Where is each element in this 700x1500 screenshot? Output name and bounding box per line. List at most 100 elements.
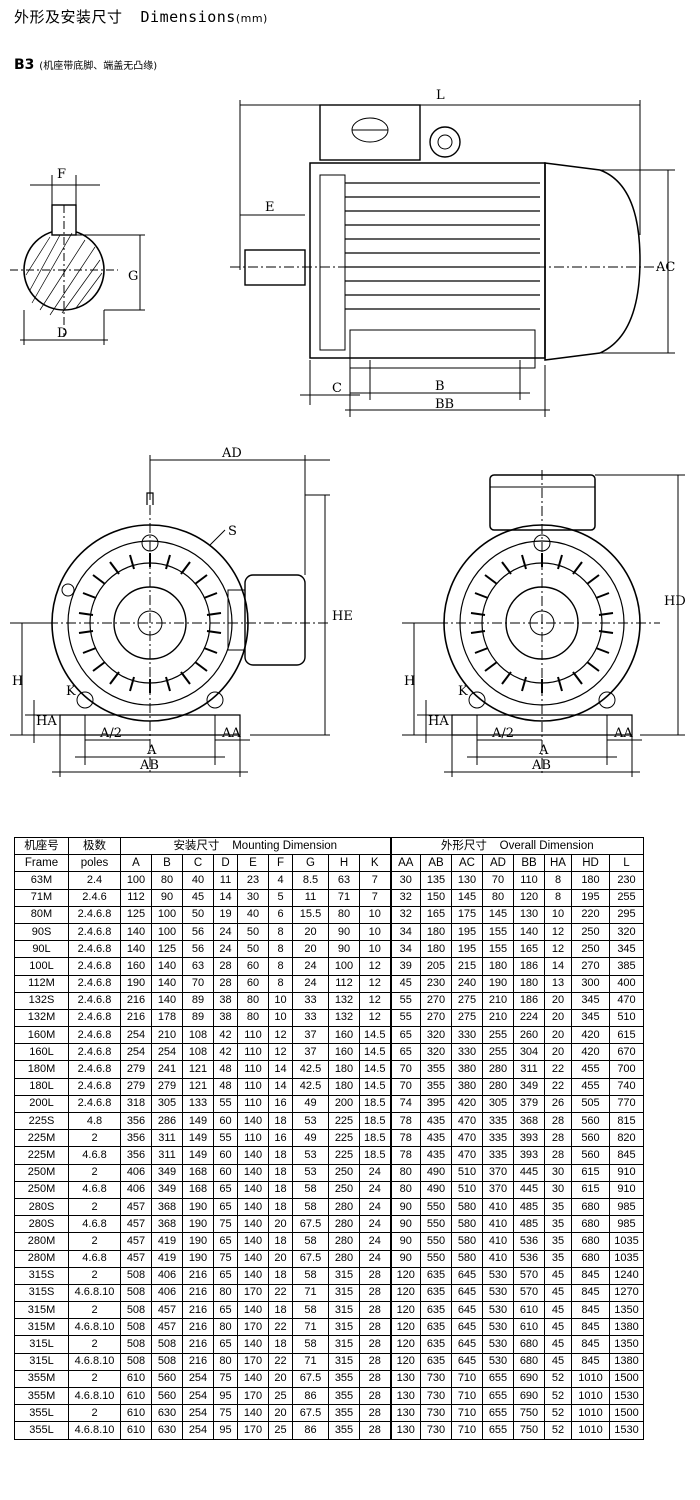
value-cell: 150 — [420, 888, 452, 907]
frame-cell: 100L — [14, 957, 69, 976]
value-cell: 65 — [213, 1301, 238, 1320]
value-cell: 89 — [182, 991, 214, 1010]
value-cell: 71 — [292, 1352, 329, 1371]
value-cell: 254 — [182, 1421, 214, 1440]
value-cell: 8 — [268, 922, 293, 942]
value-cell: 58 — [292, 1301, 329, 1320]
value-cell: 186 — [513, 957, 545, 976]
value-cell: 71 — [292, 1283, 329, 1303]
value-cell: 100 — [151, 905, 183, 924]
value-cell: 230 — [609, 871, 644, 890]
poles-cell: 2.4.6.8 — [68, 974, 121, 993]
value-cell: 110 — [237, 1129, 269, 1148]
value-cell: 180 — [328, 1077, 360, 1096]
value-cell: 700 — [609, 1060, 644, 1079]
column-header: AC — [451, 854, 483, 873]
value-cell: 140 — [237, 1232, 269, 1251]
value-cell: 470 — [609, 991, 644, 1010]
value-cell: 349 — [151, 1180, 183, 1199]
value-cell: 655 — [482, 1421, 514, 1440]
poles-cell: 2.4.6.8 — [68, 1094, 121, 1114]
value-cell: 39 — [389, 957, 421, 976]
value-cell: 10 — [359, 905, 391, 924]
value-cell: 28 — [359, 1301, 391, 1320]
value-cell: 510 — [451, 1180, 483, 1199]
poles-cell: 2 — [68, 1301, 121, 1320]
value-cell: 100 — [151, 922, 183, 942]
value-cell: 100 — [328, 957, 360, 976]
value-cell: 645 — [451, 1318, 483, 1337]
value-cell: 280 — [482, 1077, 514, 1096]
value-cell: 20 — [268, 1404, 293, 1423]
value-cell: 65 — [389, 1043, 421, 1062]
value-cell: 8 — [268, 974, 293, 993]
value-cell: 250 — [328, 1163, 360, 1182]
column-header: AA — [389, 854, 421, 873]
value-cell: 45 — [544, 1352, 572, 1371]
value-cell: 38 — [213, 991, 238, 1010]
value-cell: 90 — [328, 922, 360, 942]
value-cell: 490 — [420, 1180, 452, 1199]
value-cell: 7 — [359, 888, 391, 907]
value-cell: 536 — [513, 1232, 545, 1251]
value-cell: 140 — [120, 922, 152, 942]
value-cell: 14.5 — [359, 1026, 391, 1045]
label-D: D — [57, 326, 67, 341]
value-cell: 130 — [389, 1404, 421, 1423]
label-HA: HA — [36, 714, 57, 729]
front-view-right-drawing: HD H K HA A/2 AA A AB — [402, 470, 686, 777]
value-cell: 42.5 — [292, 1060, 329, 1079]
value-cell: 470 — [451, 1111, 483, 1131]
value-cell: 368 — [151, 1215, 183, 1234]
value-cell: 11 — [213, 871, 238, 890]
value-cell: 10 — [359, 922, 391, 942]
value-cell: 32 — [389, 905, 421, 924]
value-cell: 315 — [328, 1335, 360, 1354]
value-cell: 67.5 — [292, 1404, 329, 1423]
value-cell: 254 — [182, 1386, 214, 1406]
poles-cell: 2.4.6.8 — [68, 940, 121, 959]
label-H-right: H — [404, 674, 415, 689]
value-cell: 55 — [389, 991, 421, 1010]
value-cell: 8 — [268, 940, 293, 959]
value-cell: 485 — [513, 1215, 545, 1234]
value-cell: 78 — [389, 1129, 421, 1148]
value-cell: 216 — [182, 1266, 214, 1285]
value-cell: 560 — [571, 1129, 610, 1148]
value-cell: 140 — [120, 940, 152, 959]
value-cell: 40 — [182, 871, 214, 890]
value-cell: 49 — [292, 1129, 329, 1148]
value-cell: 100 — [120, 871, 152, 890]
value-cell: 710 — [451, 1386, 483, 1406]
value-cell: 610 — [120, 1386, 152, 1406]
value-cell: 22 — [268, 1318, 293, 1337]
value-cell: 254 — [182, 1404, 214, 1423]
value-cell: 356 — [120, 1111, 152, 1131]
label-F: F — [57, 167, 66, 182]
value-cell: 60 — [213, 1163, 238, 1182]
frame-cell: 225M — [14, 1146, 69, 1165]
poles-cell: 2.4.6.8 — [68, 905, 121, 924]
value-cell: 645 — [451, 1352, 483, 1371]
poles-cell: 4.6.8.10 — [68, 1283, 121, 1303]
value-cell: 130 — [451, 871, 483, 890]
value-cell: 120 — [513, 888, 545, 907]
label-K-right: K — [458, 684, 468, 699]
technical-drawing: F G D L E AC C — [10, 88, 686, 777]
value-cell: 1500 — [609, 1369, 644, 1389]
value-cell: 435 — [420, 1129, 452, 1148]
value-cell: 58 — [292, 1335, 329, 1354]
value-cell: 170 — [237, 1386, 269, 1406]
value-cell: 165 — [513, 940, 545, 959]
dimension-table: 机座号 极数 安装尺寸 Mounting Dimension 外形尺寸 Over… — [14, 836, 644, 1440]
poles-cell: 2.4.6.8 — [68, 1026, 121, 1045]
value-cell: 419 — [151, 1232, 183, 1251]
value-cell: 53 — [292, 1111, 329, 1131]
value-cell: 20 — [292, 940, 329, 959]
